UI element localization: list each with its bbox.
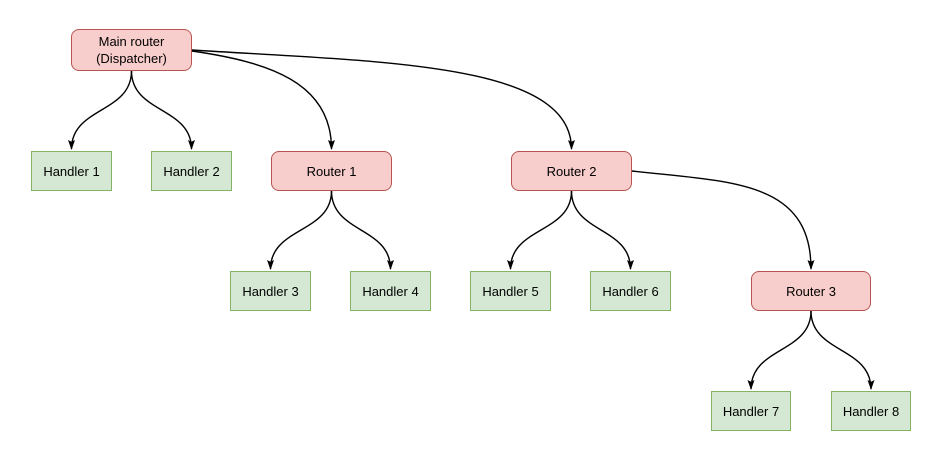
edge-main-router-to-handler-1 bbox=[68, 70, 133, 150]
edge-router-1-to-handler-3 bbox=[267, 190, 333, 270]
edge-main-router-to-router-1 bbox=[191, 50, 335, 150]
node-router-1: Router 1 bbox=[271, 151, 392, 191]
node-handler-8: Handler 8 bbox=[831, 391, 911, 431]
node-handler-3: Handler 3 bbox=[230, 271, 311, 311]
node-main-router: Main router (Dispatcher) bbox=[71, 29, 192, 71]
edge-router-1-to-handler-4 bbox=[330, 190, 394, 270]
node-handler-1: Handler 1 bbox=[31, 151, 112, 191]
edge-router-3-to-handler-7 bbox=[747, 310, 812, 390]
node-handler-5: Handler 5 bbox=[470, 271, 551, 311]
node-router-2: Router 2 bbox=[511, 151, 632, 191]
edge-router-2-to-handler-6 bbox=[570, 190, 634, 270]
node-handler-7: Handler 7 bbox=[711, 391, 791, 431]
node-router-3: Router 3 bbox=[751, 271, 871, 311]
edge-main-router-to-router-2 bbox=[191, 49, 575, 150]
node-handler-6: Handler 6 bbox=[590, 271, 671, 311]
node-handler-2: Handler 2 bbox=[151, 151, 232, 191]
edge-router-2-to-handler-5 bbox=[507, 190, 573, 270]
edge-main-router-to-handler-2 bbox=[130, 70, 195, 150]
edge-router-3-to-handler-8 bbox=[810, 310, 875, 390]
edge-router-2-to-router-3 bbox=[631, 170, 815, 270]
node-handler-4: Handler 4 bbox=[350, 271, 431, 311]
